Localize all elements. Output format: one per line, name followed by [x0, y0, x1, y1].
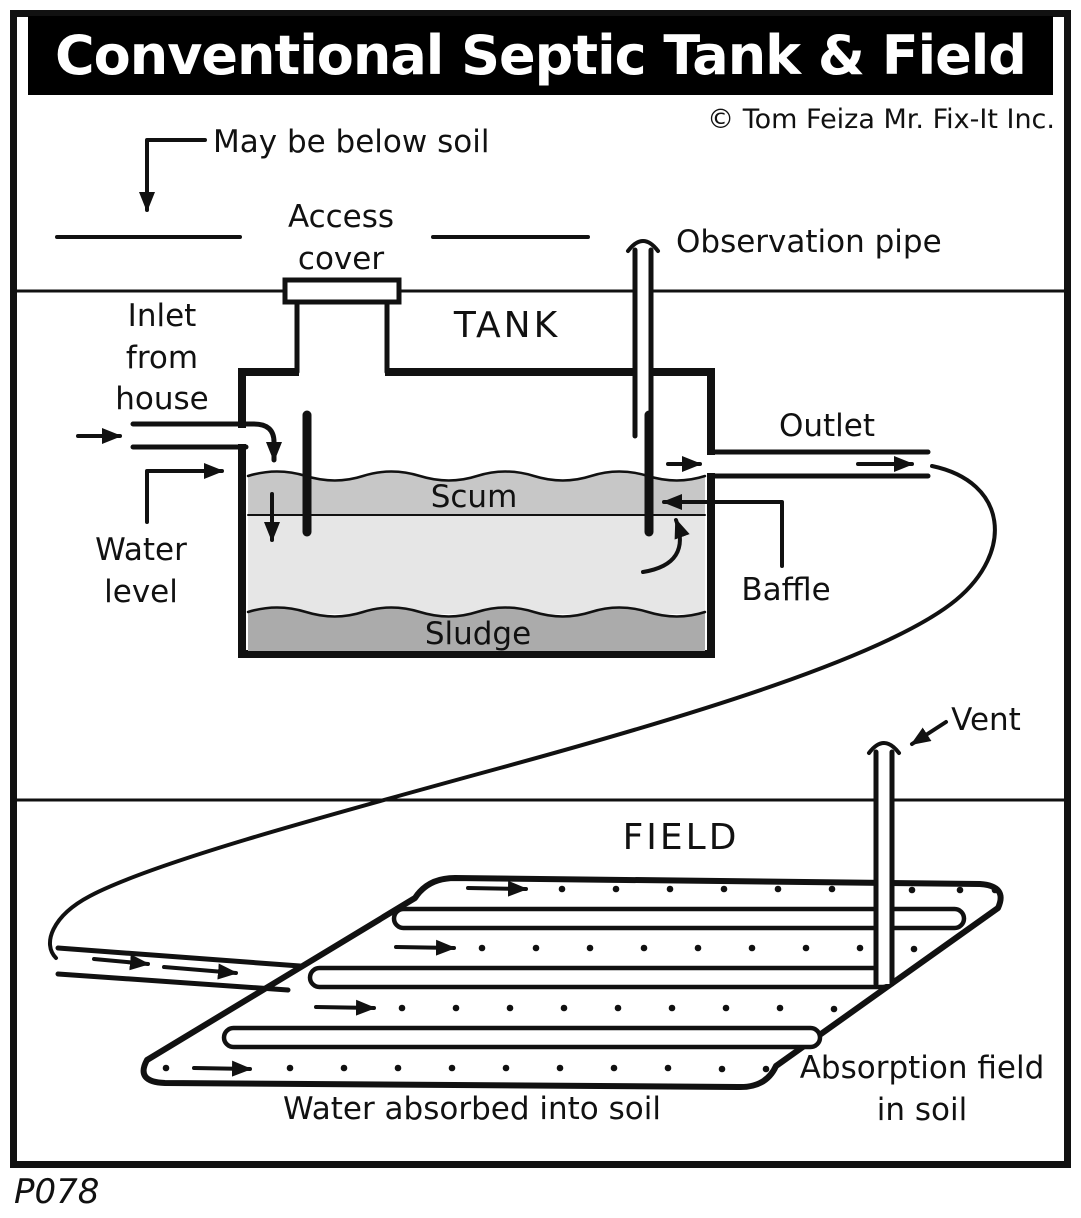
absorption-field: [55, 875, 1004, 1091]
access-cover-label: Access cover: [288, 197, 394, 280]
sludge-top-line: [246, 606, 707, 618]
field-pipe-divider-1: [391, 906, 967, 931]
absorption-field-label-line1: Absorption field: [799, 1050, 1045, 1086]
outlet-to-field-pipe-curve: [47, 464, 997, 960]
copyright-text: © Tom Feiza Mr. Fix-It Inc.: [707, 104, 1055, 135]
outlet-label: Outlet: [778, 408, 876, 444]
perforation-dots-row-3: [398, 1004, 838, 1013]
may-be-below-soil-arrow: [139, 138, 207, 212]
may-be-below-soil-label: May be below soil: [213, 124, 490, 160]
perforation-dots-row-1: [558, 885, 999, 894]
field-pipe-divider-2: [307, 965, 895, 990]
page-title: Conventional Septic Tank & Field: [55, 24, 1027, 87]
field-inlet-flow-arrow-1: [92, 954, 150, 971]
water-level-pointer-arrow: [145, 463, 224, 524]
field-title: FIELD: [622, 817, 740, 858]
drawing-code: P078: [14, 1172, 100, 1212]
inlet-label-line1: Inlet: [127, 298, 197, 334]
baffle-pointer-arrow: [662, 494, 784, 568]
baffle-label: Baffle: [741, 572, 831, 608]
riser-opening: [299, 366, 385, 378]
absorption-field-label: Absorption field in soil: [800, 1048, 1045, 1131]
tank-title: TANK: [453, 305, 561, 346]
vent-label: Vent: [951, 702, 1021, 738]
field-flow-arrow-1: [466, 880, 528, 897]
inlet-from-house-label: Inlet from house: [115, 296, 208, 421]
inlet-wall-opening: [236, 428, 250, 444]
observation-pipe-cap: [626, 239, 660, 253]
field-flow-arrow-4: [192, 1060, 252, 1077]
sludge-layer: [248, 607, 705, 651]
perforation-dots-row-4: [162, 1064, 770, 1073]
field-inlet-flow-arrow-2: [162, 963, 238, 980]
field-inlet-pipe-bottom: [55, 971, 291, 993]
scum-label: Scum: [430, 479, 518, 515]
water-surface-line: [246, 470, 707, 482]
baffle-upflow-arrow: [641, 518, 690, 574]
access-cover-label-line2: cover: [297, 240, 385, 277]
vent-pipe-body: [877, 752, 891, 984]
water-absorbed-label: Water absorbed into soil: [283, 1091, 661, 1127]
vent-pipe: [867, 720, 948, 987]
diagram-border: [10, 10, 1071, 1168]
water-level-label-line2: level: [104, 573, 178, 610]
title-bar: Conventional Septic Tank & Field: [28, 16, 1053, 95]
water-level-label: Water level: [95, 530, 187, 613]
field-inlet-pipe-top: [55, 945, 303, 969]
field-flow-arrow-2: [394, 939, 456, 956]
liquid-layer: [248, 510, 705, 614]
vent-pipe-cap: [867, 741, 901, 755]
access-cover: [282, 277, 402, 305]
observation-pipe-body: [637, 248, 650, 438]
sludge-label: Sludge: [424, 616, 532, 652]
access-cover-label-line1: Access: [287, 199, 395, 235]
inlet-label-line2: from: [125, 339, 199, 376]
observation-pipe-label: Observation pipe: [676, 224, 942, 260]
water-level-label-line1: Water: [95, 532, 187, 568]
absorption-field-label-line2: in soil: [876, 1091, 968, 1128]
inlet-pipe-elbow: [130, 421, 282, 463]
scum-layer: [248, 471, 705, 515]
perforation-dots-row-2: [478, 944, 918, 953]
outlet-wall-opening: [705, 455, 718, 473]
field-pipe-divider-3: [221, 1025, 823, 1050]
field-flow-arrow-3: [314, 999, 376, 1016]
vent-pointer-arrow: [910, 720, 948, 746]
septic-tank: [76, 239, 931, 658]
inlet-label-line3: house: [115, 381, 209, 418]
